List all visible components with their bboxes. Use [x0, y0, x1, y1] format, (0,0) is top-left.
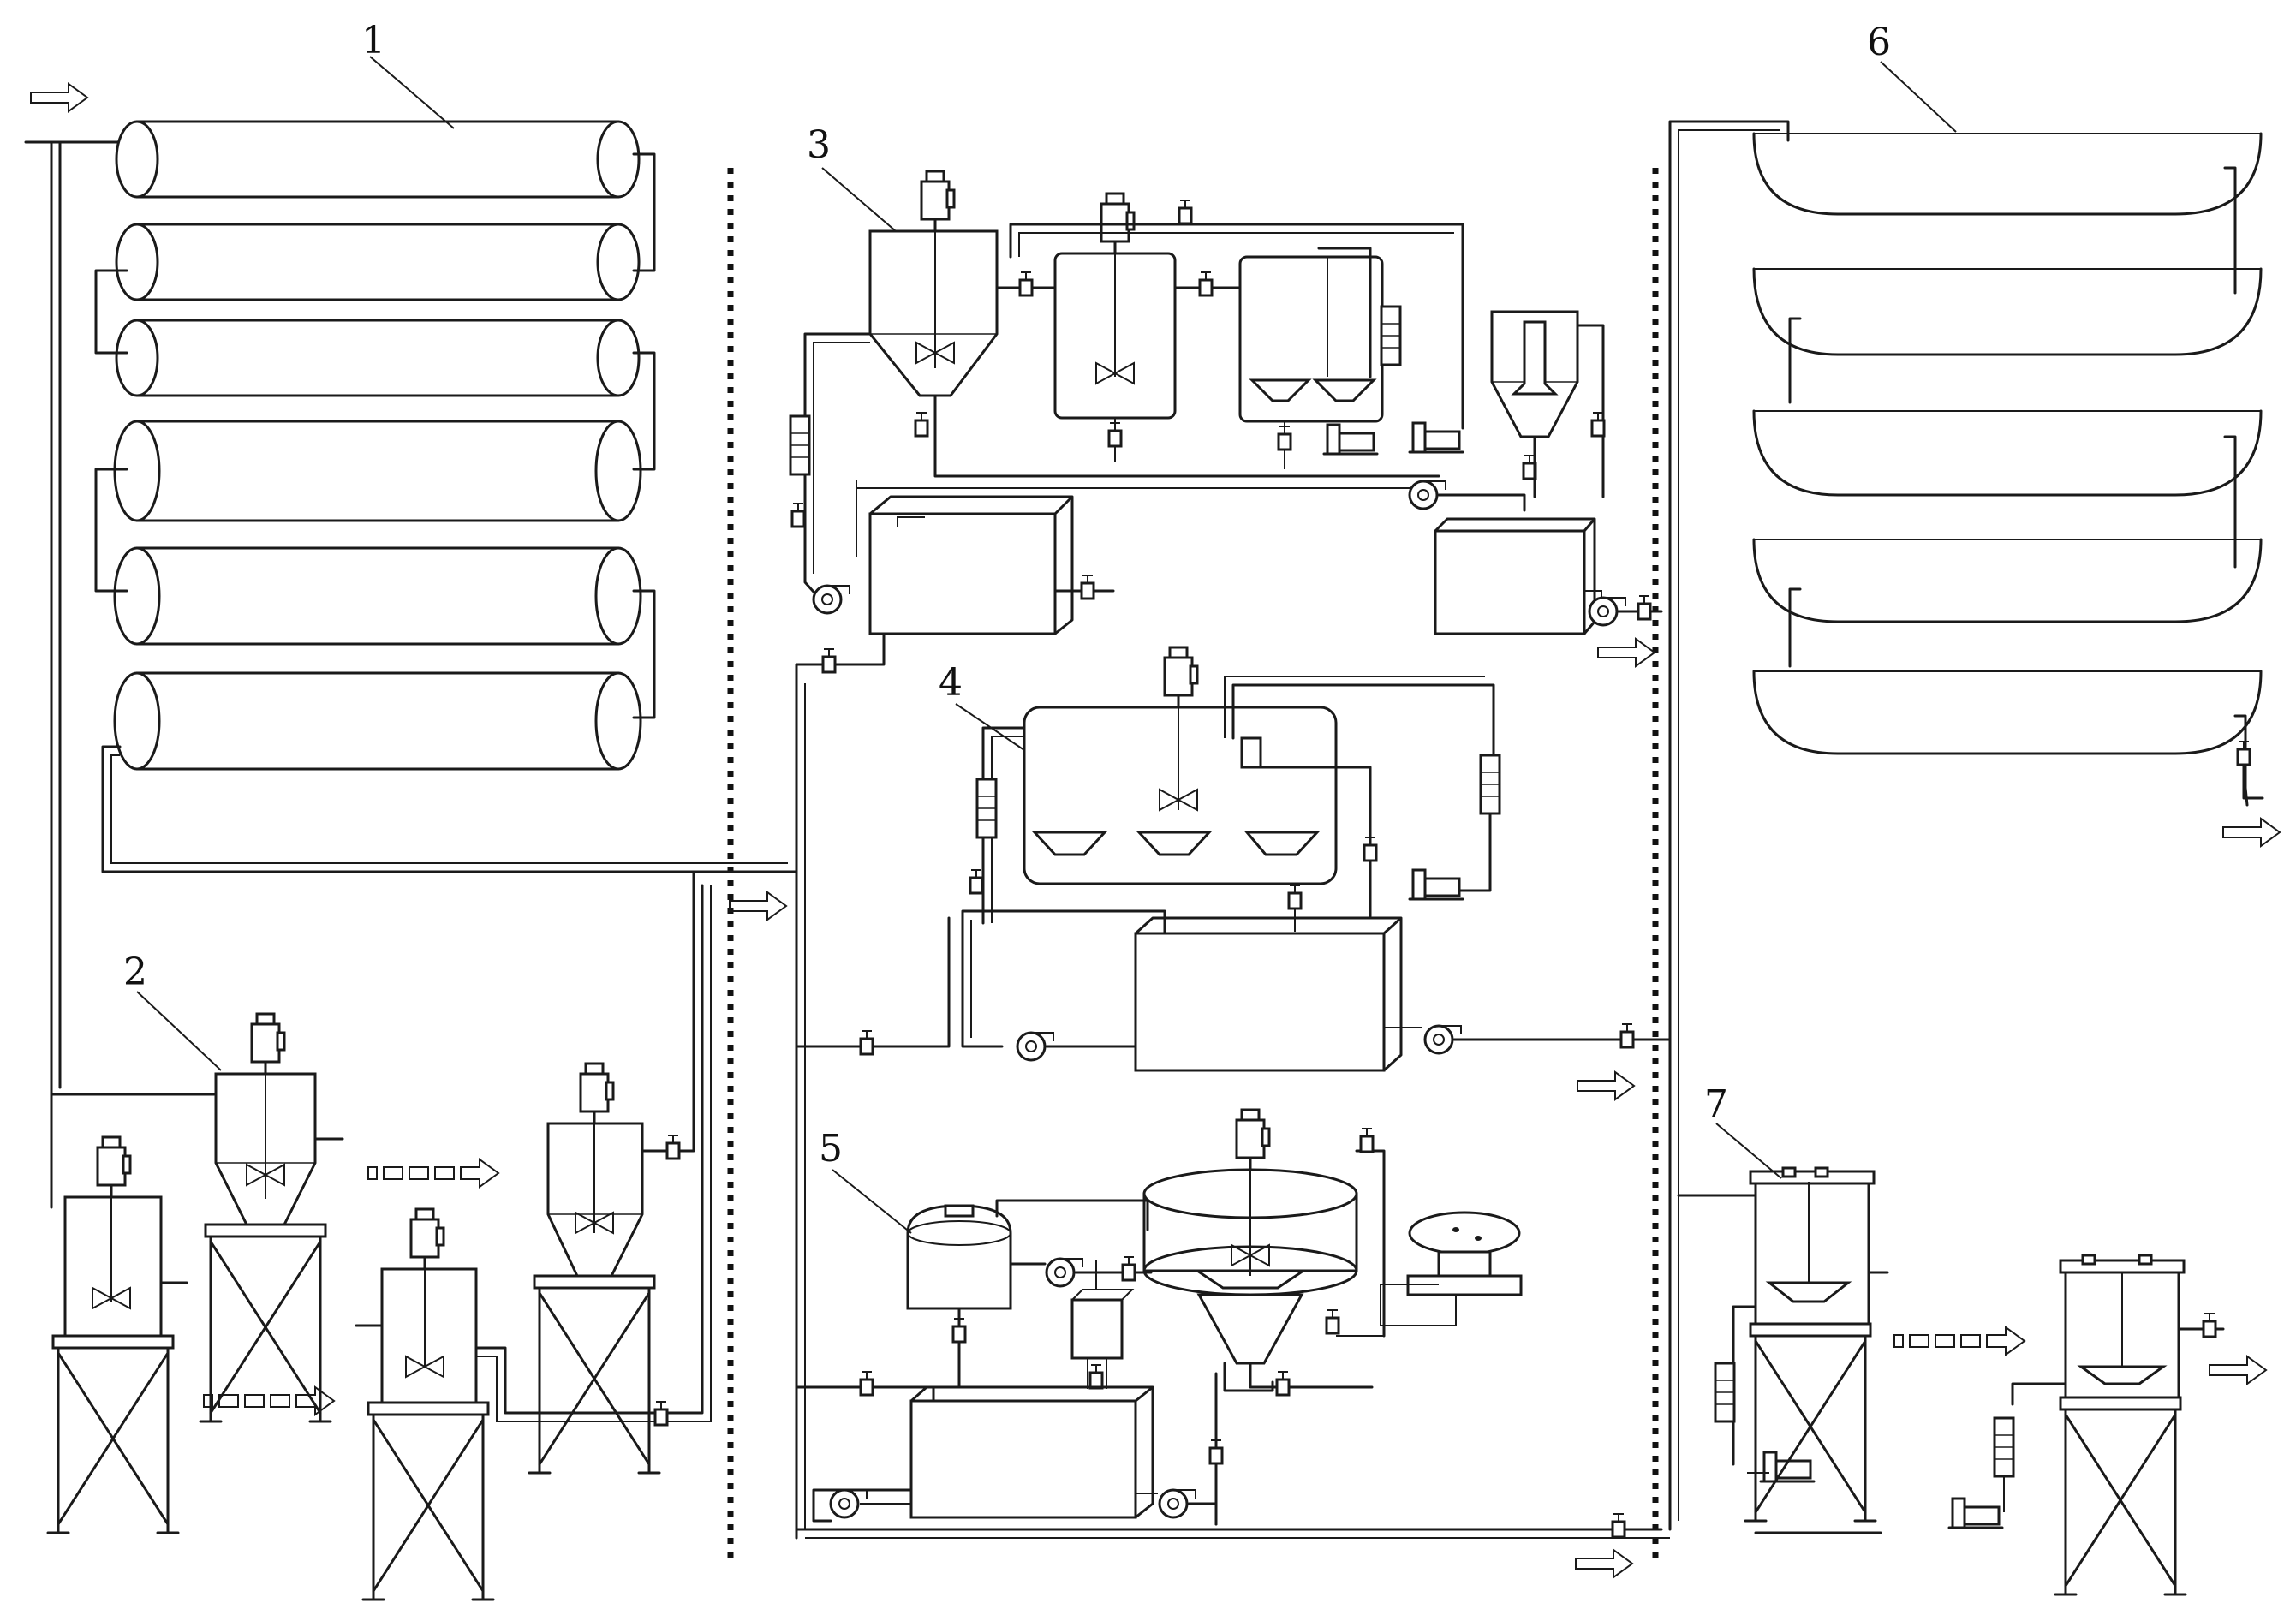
inlet-arrow-icon: [30, 83, 88, 112]
valve-icon: [951, 1317, 967, 1344]
valve-icon: [1018, 271, 1034, 297]
unit-2-feed-vessels: 2: [46, 872, 712, 1601]
valve-icon: [1359, 1127, 1375, 1153]
pan-2: [1752, 267, 2263, 404]
valve-icon: [1325, 1308, 1340, 1335]
flowmeter-icon: [1714, 1362, 1736, 1423]
pan-1: [1752, 132, 2263, 295]
tube-4: [113, 420, 642, 522]
hollow-arrow-icon: [2222, 818, 2281, 847]
flowmeter-icon: [1479, 754, 1501, 815]
valve-icon: [1088, 1363, 1104, 1390]
vessel-d: [528, 872, 695, 1475]
silo-a: [1714, 1166, 1889, 1534]
motor-icon: [1235, 1108, 1271, 1171]
valve-icon: [1080, 574, 1095, 600]
unit-2-label: 2: [123, 950, 147, 994]
valve-icon: [1637, 594, 1652, 621]
vessel-c: [355, 884, 712, 1601]
unit-6-cascade-pans: 6: [1752, 21, 2281, 847]
unit-1-tubular-reactors: 1: [24, 19, 798, 1098]
valve-icon: [1208, 1439, 1224, 1465]
motor-icon: [96, 1135, 132, 1199]
valve-icon: [790, 502, 806, 528]
motor-icon: [579, 1062, 615, 1125]
unit-3-label: 3: [807, 123, 831, 167]
motor-icon: [920, 170, 956, 233]
pan-5: [1752, 670, 2263, 807]
unit-6-label: 6: [1867, 21, 1891, 64]
dashed-arrow-icon: [367, 1159, 499, 1188]
tube-2: [115, 223, 641, 301]
valve-icon: [1277, 425, 1292, 451]
valve-icon: [665, 1134, 681, 1160]
unit-5-label: 5: [819, 1127, 843, 1171]
hollow-arrow-icon: [1597, 638, 1655, 667]
hollow-arrow-icon: [1575, 1549, 1633, 1578]
valve-icon: [859, 1370, 874, 1397]
flowmeter-icon: [1993, 1416, 2015, 1478]
valve-icon: [1198, 271, 1214, 297]
valve-icon: [653, 1400, 669, 1427]
hollow-arrow-icon: [1577, 1071, 1635, 1100]
valve-icon: [1121, 1255, 1136, 1282]
flowmeter-icon: [789, 414, 811, 476]
valve-icon: [1107, 421, 1123, 448]
vessel-b: [199, 1012, 344, 1423]
main-header-pipe: [729, 673, 806, 1540]
unit-3-reaction-train: 3: [789, 123, 1663, 678]
tube-3: [115, 319, 641, 397]
hollow-arrow-icon: [2209, 1356, 2267, 1385]
right-header-pipe: [1660, 120, 1790, 1531]
hollow-arrow-icon: [729, 891, 787, 921]
valve-icon: [859, 1029, 874, 1056]
valve-icon: [1275, 1370, 1291, 1397]
valve-icon: [914, 411, 929, 438]
unit-4-label: 4: [939, 661, 963, 705]
tube-1: [115, 120, 641, 199]
unit-1-label: 1: [361, 19, 385, 63]
tube-6: [113, 671, 642, 771]
flowmeter-icon: [975, 778, 998, 839]
pump-icon: [812, 584, 851, 615]
pan-3: [1752, 409, 2263, 569]
valve-icon: [969, 868, 984, 895]
valve-icon: [2236, 740, 2251, 766]
flowmeter-icon: [1380, 305, 1402, 366]
valve-icon: [1619, 1022, 1635, 1049]
motor-icon: [1163, 646, 1199, 709]
valve-icon: [1178, 199, 1193, 225]
motor-icon: [250, 1012, 286, 1076]
dashed-arrow-icon: [1893, 1326, 2025, 1356]
unit-7-label: 7: [1704, 1082, 1728, 1126]
vessel-a: [46, 1135, 188, 1534]
silo-b: [1947, 1254, 2267, 1596]
unit-7-silos: 7: [1704, 1082, 2267, 1596]
pan-4: [1752, 538, 2263, 668]
tube-5: [113, 546, 642, 646]
unit-4-clarifier: 4: [795, 646, 1668, 1100]
motor-icon: [409, 1207, 445, 1271]
valve-icon: [1363, 836, 1378, 862]
pump-icon: [1322, 423, 1379, 456]
unit-5-sludge-handling: 5: [795, 1108, 1670, 1578]
valve-icon: [1611, 1512, 1626, 1539]
pump-icon: [1947, 1497, 2004, 1529]
valve-icon: [2202, 1312, 2217, 1338]
pump-icon: [1408, 421, 1464, 454]
valve-icon: [821, 647, 837, 674]
valve-icon: [1287, 884, 1303, 910]
pump-icon: [1408, 868, 1464, 901]
pump-icon: [1759, 1451, 1816, 1483]
